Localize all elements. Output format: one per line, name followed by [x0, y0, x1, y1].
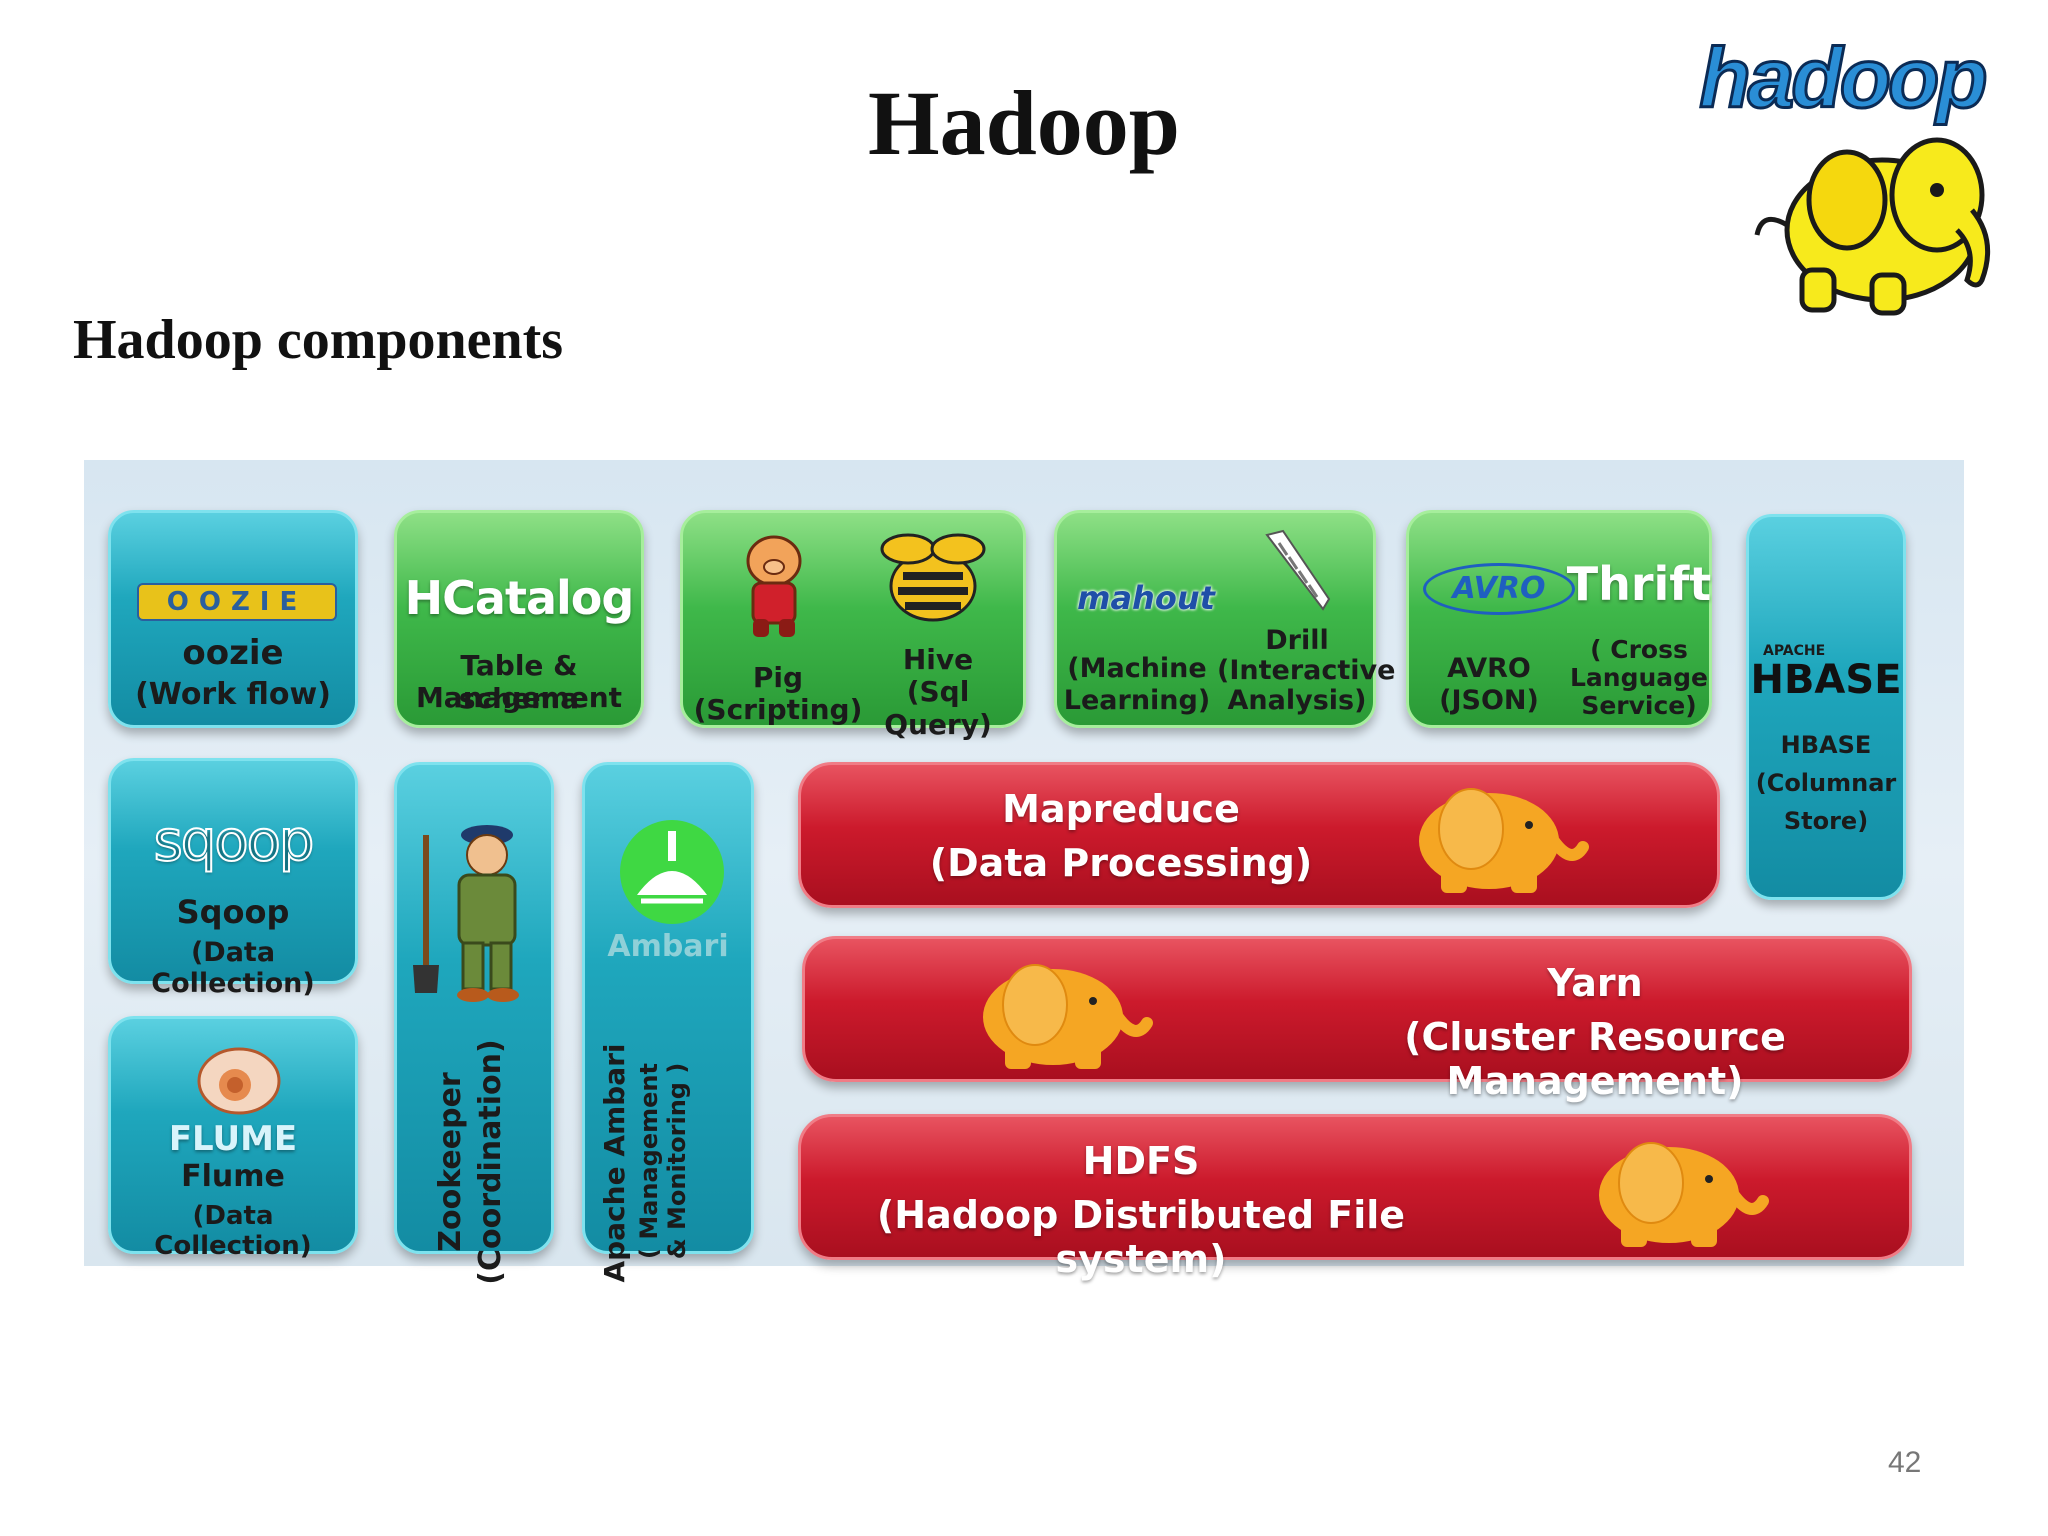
- sqoop-name: Sqoop: [176, 893, 290, 931]
- thrift-line3: Service): [1581, 691, 1697, 720]
- avro-name: AVRO: [1447, 653, 1531, 684]
- flume-name: Flume: [181, 1159, 285, 1194]
- mapreduce-component: Mapreduce (Data Processing): [798, 762, 1720, 908]
- hcatalog-logo: HCatalog: [404, 571, 635, 625]
- pig-hive-component: Pig (Scripting) Hive (Sql Query): [680, 510, 1026, 741]
- orange-elephant-icon: [1599, 1142, 1769, 1247]
- pig-icon: [746, 535, 802, 637]
- pig-name: Pig: [752, 661, 804, 694]
- thrift-line2: Language: [1569, 663, 1708, 692]
- ambari-name: Apache Ambari: [598, 1043, 631, 1283]
- oozie-desc: (Work flow): [135, 677, 331, 712]
- zookeeper-desc: (Coordination): [473, 1039, 508, 1285]
- yarn-component: Yarn (Cluster Resource Management): [802, 936, 1912, 1103]
- hcatalog-component: HCatalog Table & schema Management: [394, 510, 644, 728]
- hive-desc: (Sql Query): [884, 675, 992, 741]
- slide-subtitle: Hadoop components: [73, 309, 564, 371]
- drill-line2: Analysis): [1227, 685, 1367, 716]
- yarn-name: Yarn: [1547, 961, 1643, 1005]
- yellow-elephant-icon: [1754, 137, 1991, 316]
- avro-thrift-component: AVRO Thrift AVRO (JSON) ( Cross Language…: [1406, 510, 1712, 728]
- ambari-line2: & Monitoring ): [663, 1062, 691, 1260]
- mahout-drill-component: mahout (Machine Learning) Drill (Interac…: [1054, 510, 1396, 728]
- hadoop-logo-text: hadoop: [1698, 30, 1989, 127]
- sqoop-desc: (Data Collection): [151, 937, 315, 999]
- hcatalog-line1: Table & schema: [458, 649, 580, 715]
- zookeeper-figure-icon: [413, 825, 519, 1002]
- mapreduce-desc: (Data Processing): [929, 841, 1313, 885]
- orange-elephant-icon: [983, 964, 1153, 1069]
- ambari-logo-icon: [620, 820, 724, 924]
- drill-bit-icon: [1265, 529, 1331, 611]
- hadoop-logo: hadoop: [1672, 30, 2012, 320]
- hive-name: Hive: [902, 643, 974, 676]
- mahout-logo: mahout: [1077, 579, 1215, 617]
- hdfs-name: HDFS: [1082, 1139, 1200, 1183]
- zookeeper-name: Zookeeper: [433, 1072, 468, 1252]
- ambari-component: Ambari Apache Ambari ( Management & Moni…: [582, 762, 754, 1283]
- oozie-component: OOZIE oozie (Work flow): [108, 510, 358, 728]
- page-number: 42: [1888, 1446, 1922, 1479]
- hbase-line1: (Columnar: [1755, 769, 1897, 797]
- yarn-desc: (Cluster Resource Management): [1404, 1015, 1786, 1103]
- drill-name: Drill: [1265, 625, 1329, 656]
- thrift-line1: ( Cross: [1590, 635, 1688, 664]
- hdfs-component: HDFS (Hadoop Distributed File system): [798, 1114, 1912, 1281]
- pig-desc: (Scripting): [693, 693, 863, 726]
- hadoop-ecosystem-diagram: OOZIE oozie (Work flow) HCatalog Table &…: [84, 460, 1964, 1285]
- oozie-logo: OOZIE: [137, 583, 337, 621]
- sqoop-logo: sqoop: [153, 808, 316, 875]
- avro-logo: AVRO: [1423, 563, 1575, 615]
- hbase-line2: Store): [1783, 807, 1869, 835]
- flume-shell-icon: [197, 1047, 281, 1115]
- mahout-line2: Learning): [1063, 685, 1211, 716]
- hive-bee-icon: [880, 533, 986, 622]
- orange-elephant-icon: [1419, 788, 1589, 893]
- hcatalog-line2: Management: [415, 681, 623, 714]
- flume-component: FLUME Flume (Data Collection): [108, 1016, 358, 1261]
- hdfs-desc: (Hadoop Distributed File system): [876, 1193, 1406, 1281]
- mapreduce-name: Mapreduce: [1002, 787, 1240, 831]
- flume-desc: (Data Collection): [154, 1201, 312, 1261]
- thrift-logo: Thrift: [1566, 557, 1712, 611]
- slide-title: Hadoop: [868, 72, 1180, 174]
- sqoop-component: sqoop Sqoop (Data Collection): [108, 758, 358, 999]
- hbase-logo: HBASE: [1750, 657, 1902, 703]
- mahout-line1: (Machine: [1067, 653, 1207, 684]
- drill-line1: (Interactive: [1217, 655, 1396, 686]
- oozie-name: oozie: [182, 633, 284, 673]
- zookeeper-component: Zookeeper (Coordination): [394, 762, 554, 1285]
- flume-logo: FLUME: [168, 1119, 298, 1159]
- ambari-line1: ( Management: [635, 1063, 663, 1259]
- hbase-component: APACHE HBASE HBASE (Columnar Store): [1746, 514, 1906, 900]
- hbase-logo-small: APACHE: [1763, 643, 1826, 659]
- avro-desc: (JSON): [1439, 685, 1539, 716]
- hbase-name: HBASE: [1780, 731, 1872, 759]
- ambari-logo-text: Ambari: [607, 929, 729, 964]
